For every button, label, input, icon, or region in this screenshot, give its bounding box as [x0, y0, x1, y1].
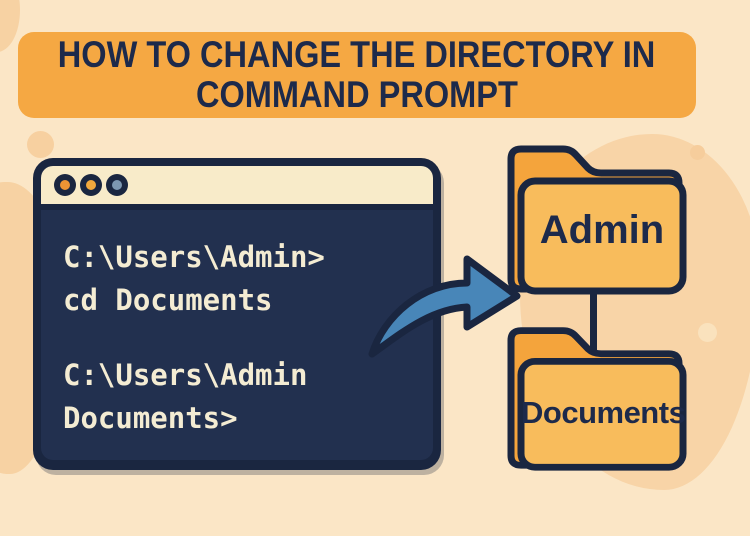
folder-icon — [507, 327, 687, 471]
title-line-2: COMMAND PROMPT — [196, 74, 518, 115]
curved-right-arrow-icon — [368, 255, 521, 358]
decorative-dot-top-left — [27, 131, 54, 158]
title-banner: HOW TO CHANGE THE DIRECTORY IN COMMAND P… — [18, 32, 696, 118]
folder-documents: Documents — [501, 321, 691, 473]
terminal-body: C:\Users\Admin> cd Documents C:\Users\Ad… — [41, 210, 433, 460]
decorative-dot-right — [690, 145, 705, 160]
terminal-titlebar — [41, 166, 433, 204]
window-control-orange-dot-icon — [54, 174, 76, 196]
terminal-line-prompt-2: C:\Users\Admin — [63, 358, 308, 392]
folder-connector-line — [590, 285, 597, 360]
terminal-line-command: cd Documents — [63, 283, 273, 317]
folder-label-documents: Documents — [521, 395, 686, 430]
terminal-line-prompt-1: C:\Users\Admin> — [63, 240, 325, 274]
window-control-blue-dot-icon — [106, 174, 128, 196]
folder-icon — [507, 145, 687, 295]
decorative-dot-on-blob — [698, 323, 717, 342]
terminal-window: C:\Users\Admin> cd Documents C:\Users\Ad… — [33, 158, 441, 470]
title-line-1: HOW TO CHANGE THE DIRECTORY IN — [58, 34, 656, 75]
folder-label-admin: Admin — [539, 208, 665, 252]
window-control-amber-dot-icon — [80, 174, 102, 196]
folder-admin: Admin — [501, 139, 691, 297]
terminal-line-prompt-2b: Documents> — [63, 401, 238, 435]
